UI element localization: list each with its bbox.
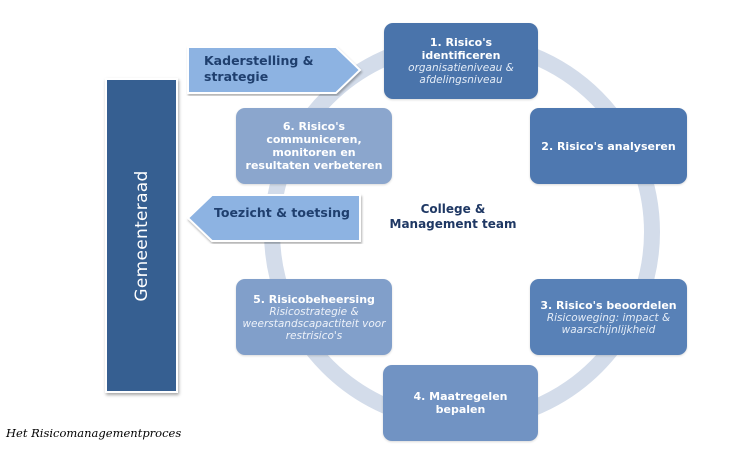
step-1-identificeren: 1. Risico's identificeren organisatieniv… [384,23,538,99]
kaderstelling-arrow [187,46,362,94]
step-5-risicobeheersing: 5. Risicobeheersing Risicostrategie & we… [236,279,392,355]
step-1-title: 1. Risico's identificeren [421,36,501,62]
step-2-analyseren: 2. Risico's analyseren [530,108,687,184]
toezicht-arrow [186,194,361,242]
toezicht-label: Toezicht & toetsing [214,205,350,220]
step-4-title: 4. Maatregelen bepalen [413,390,508,416]
step-2-title: 2. Risico's analyseren [541,139,676,153]
center-label: College & Management team [378,202,528,232]
kaderstelling-line1: Kaderstelling & [204,53,314,68]
step-3-subtitle: Risicoweging: impact & waarschijnlijkhei… [546,311,671,336]
center-label-line1: College & [420,202,486,216]
figure-caption: Het Risicomanagementproces [6,426,182,440]
center-label-line2: Management team [389,217,517,231]
gemeenteraad-label: Gemeenteraad [131,169,152,302]
step-3-title: 3. Risico's beoordelen [540,298,677,312]
step-3-beoordelen: 3. Risico's beoordelen Risicoweging: imp… [530,279,687,355]
step-5-subtitle: Risicostrategie & weerstandscapactiteit … [242,305,386,342]
step-4-maatregelen: 4. Maatregelen bepalen [383,365,538,441]
step-6-communiceren: 6. Risico's communiceren, monitoren en r… [236,108,392,184]
step-6-title: 6. Risico's communiceren, monitoren en r… [245,120,383,172]
step-1-subtitle: organisatieniveau & afdelingsniveau [408,62,514,86]
gemeenteraad-bar: Gemeenteraad [105,78,178,393]
kaderstelling-label: Kaderstelling & strategie [204,53,314,85]
cycle-arrowhead-icon [366,52,382,72]
step-5-title: 5. Risicobeheersing [253,292,375,306]
kaderstelling-line2: strategie [204,69,269,84]
